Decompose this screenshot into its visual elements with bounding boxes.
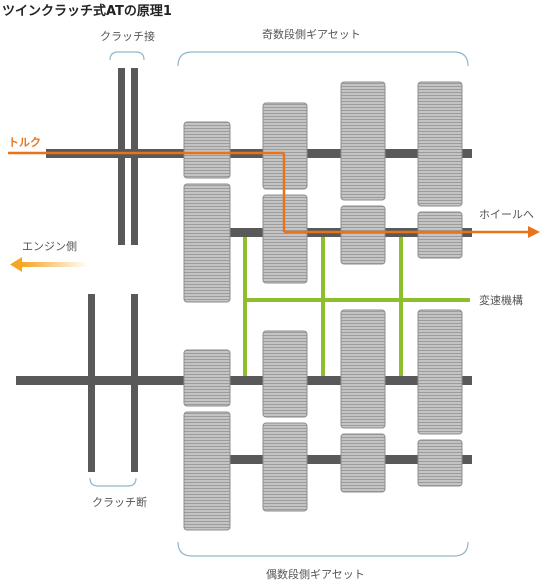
clutch-engaged-bracket (109, 51, 145, 61)
gear-odd-col3-lower (340, 205, 386, 265)
gear-even-col3-upper (340, 309, 386, 429)
gear-odd-col1-lower (183, 183, 231, 303)
torque-flow-path (8, 151, 528, 234)
clutch-plate-engaged-right (131, 68, 138, 245)
clutch-released-label: クラッチ断 (92, 496, 147, 509)
shift-mechanism (243, 237, 470, 376)
input-shaft-even (16, 376, 472, 385)
gear-odd-col3-upper (340, 81, 386, 201)
clutch-plate-released-right (131, 294, 138, 472)
gear-odd-col1-upper (183, 121, 231, 179)
engine-side-arrow-body (22, 262, 88, 267)
engine-side-arrowhead (10, 257, 22, 272)
gear-even-col1-upper (183, 349, 231, 407)
even-gear-set-bracket (177, 541, 469, 557)
clutch-engaged-label: クラッチ接 (100, 30, 155, 43)
diagram-title: ツインクラッチ式ATの原理1 (2, 4, 172, 19)
gear-even-col4-upper (417, 309, 463, 435)
clutch-released-bracket (89, 477, 137, 487)
shift-mechanism-label: 変速機構 (479, 294, 523, 307)
to-wheel-label: ホイールへ (479, 208, 534, 221)
torque-label: トルク (8, 136, 41, 149)
odd-gear-set-label: 奇数段側ギアセット (262, 28, 361, 41)
gear-odd-col4-upper (417, 81, 463, 207)
engine-side-label: エンジン側 (22, 240, 77, 253)
torque-to-wheel-arrowhead (528, 226, 540, 238)
clutch-plate-released-left (88, 294, 95, 472)
odd-gear-set-bracket (177, 51, 469, 67)
even-gear-set-label: 偶数段側ギアセット (266, 568, 365, 581)
gear-even-col1-lower (183, 411, 231, 531)
gear-odd-col4-lower (417, 211, 463, 259)
gear-even-col2-lower (262, 422, 308, 512)
gear-even-col2-upper (262, 330, 308, 418)
clutch-plate-engaged-left (118, 68, 125, 245)
gear-even-col3-lower (340, 433, 386, 493)
gear-even-col4-lower (417, 439, 463, 487)
